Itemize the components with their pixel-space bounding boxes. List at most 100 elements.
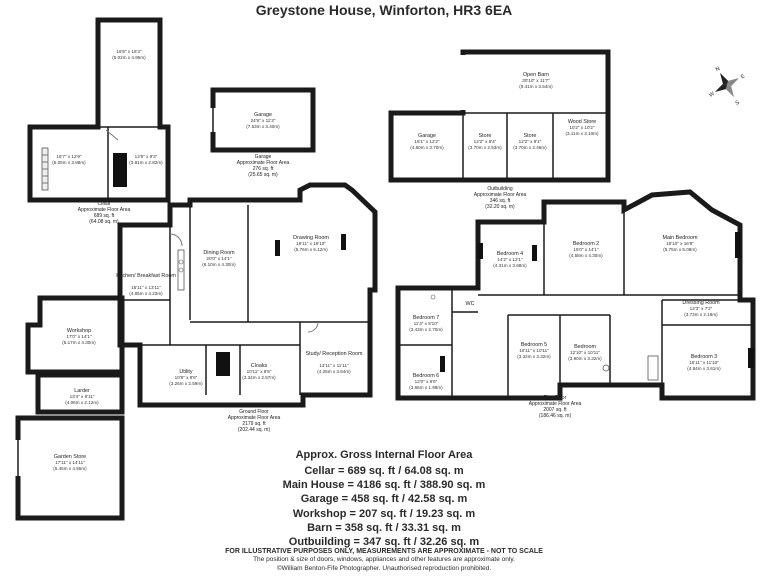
store-2-dims: 12'2" x 8'1" <box>519 139 542 144</box>
bedroom-6-name: Bedroom 6 <box>413 373 439 379</box>
bedroom-4-dims: 14'2" x 12'1" <box>497 257 523 262</box>
open-barn-metric: (9.41m x 3.54m) <box>519 84 553 89</box>
wood-store-name: Wood Store <box>568 119 596 125</box>
utility-metric: (3.26m x 2.59m) <box>169 381 203 386</box>
bedroom-4-name: Bedroom 4 <box>497 251 523 257</box>
larder-dims: 13'4" x 6'11" <box>70 394 95 399</box>
bedroom-dims: 12'10" x 10'11" <box>570 350 600 355</box>
summary-line-cellar: Cellar = 689 sq. ft / 64.08 sq. m <box>304 465 464 477</box>
cellar-area-label: Approximate Floor Area <box>78 207 131 213</box>
bedroom-metric: (3.90m x 3.32m) <box>568 356 602 361</box>
garage-area-sqm: (25.65 sq. m) <box>248 172 278 178</box>
garage-room-name: Garage <box>254 112 272 118</box>
dining-room-dims: 20'0" x 14'1" <box>206 256 232 261</box>
outbuilding-area-label: Approximate Floor Area <box>474 192 527 198</box>
garage-room-metric: (7.53m x 3.40m) <box>246 124 280 129</box>
disclaimer-line-2: The position & size of doors, windows, a… <box>253 556 515 563</box>
outbuilding-area-sqft: 346 sq. ft <box>490 198 511 204</box>
compass-w: W <box>708 91 716 99</box>
outbuilding-plan: Open Barn 30'10" x 11'7" (9.41m x 3.54m)… <box>388 49 611 210</box>
first-floor-area-label: Approximate Floor Area <box>529 401 582 407</box>
kitchen-metric: (4.85m x 4.23m) <box>129 291 163 296</box>
workshop-metric: (5.17m x 4.30m) <box>62 340 96 345</box>
page-title: Greystone House, Winforton, HR3 6EA <box>255 2 513 18</box>
wc-name: WC <box>466 301 475 307</box>
garage-plan: Garage 24'9" x 11'2" (7.53m x 3.40m) Gar… <box>210 87 316 178</box>
bedroom-5-metric: (3.32m x 3.32m) <box>517 354 551 359</box>
cellar-room-1-dims: 16'6" x 16'3" <box>116 49 142 54</box>
kitchen-name: Kitchen/ Breakfast Room <box>116 273 176 279</box>
disclaimer-line-1: FOR ILLUSTRATIVE PURPOSES ONLY, MEASUREM… <box>225 548 543 555</box>
first-floor-area-sqft: 2007 sq. ft <box>543 407 567 413</box>
store-1-metric: (3.70m x 2.53m) <box>468 145 502 150</box>
main-bedroom-name: Main Bedroom <box>662 235 698 241</box>
store-2-name: Store <box>524 133 537 139</box>
summary-line-workshop: Workshop = 207 sq. ft / 19.23 sq. m <box>292 507 476 520</box>
bedroom-4-metric: (4.31m x 3.68m) <box>493 263 527 268</box>
cellar-room-3-metric: (3.81m x 2.82m) <box>129 160 163 165</box>
garage-room-dims: 24'9" x 11'2" <box>251 118 276 123</box>
dressing-room-dims: 12'3" x 7'2" <box>690 306 713 311</box>
dining-room-metric: (6.10m x 4.30m) <box>202 262 236 267</box>
drawing-room-metric: (5.76m x 5.12m) <box>294 247 328 252</box>
summary-line-garage: Garage = 458 sq. ft / 42.58 sq. m <box>300 493 468 506</box>
compass-n: N <box>715 66 721 73</box>
floor-area-summary: Approx. Gross Internal Floor Area Cellar… <box>200 449 568 549</box>
outbuilding-area-sqm: (32.20 sq. m) <box>485 204 515 210</box>
bedroom-2-metric: (4.58m x 4.30m) <box>569 253 603 258</box>
bedroom-2-dims: 15'0" x 14'1" <box>573 247 599 252</box>
main-bedroom-metric: (5.75m x 5.08m) <box>663 247 697 252</box>
cellar-label: Cellar <box>97 201 110 207</box>
larder-metric: (4.06m x 2.12m) <box>65 400 99 405</box>
ground-floor-area-sqm: (202.44 sq. m) <box>238 427 271 433</box>
wood-store-dims: 10'2" x 10'2" <box>569 125 595 130</box>
bedroom-3-dims: 15'11" x 11'10" <box>689 360 719 365</box>
disclaimer: FOR ILLUSTRATIVE PURPOSES ONLY, MEASUREM… <box>180 547 588 573</box>
store-1-name: Store <box>479 133 492 139</box>
study-name: Study/ Reception Room <box>306 351 363 357</box>
disclaimer-line-3: ©William Benton-Fife Photographer. Unaut… <box>276 564 492 572</box>
study-metric: (4.25m x 3.64m) <box>317 369 351 374</box>
bedroom-5-dims: 10'11" x 10'11" <box>519 348 549 353</box>
larder-name: Larder <box>74 388 90 394</box>
cellar-room-3-dims: 12'6" x 9'3" <box>135 154 158 159</box>
garden-store-metric: (5.45m x 4.55m) <box>53 466 87 471</box>
ground-floor-plan: Kitchen/ Breakfast Room 15'11" x 13'11" … <box>116 182 378 433</box>
bedroom-7-name: Bedroom 7 <box>413 315 439 321</box>
cellar-room-1-metric: (5.02m x 4.95m) <box>112 55 146 60</box>
first-floor-plan: Bedroom 4 14'2" x 12'1" (4.31m x 3.68m) … <box>395 189 756 419</box>
bedroom-name: Bedroom <box>574 344 596 350</box>
open-barn-name: Open Barn <box>523 72 549 78</box>
outbuilding-garage-dims: 15'1" x 12'2" <box>414 139 440 144</box>
cellar-room-2-dims: 16'7" x 12'9" <box>56 154 82 159</box>
summary-line-main-house: Main House = 4186 sq. ft / 388.90 sq. m <box>282 479 486 492</box>
cellar-area-sqm: (64.08 sq. m) <box>89 219 119 225</box>
ground-floor-area-label: Approximate Floor Area <box>228 415 281 421</box>
cellar-room-2-metric: (5.05m x 3.88m) <box>52 160 86 165</box>
garden-store-dims: 17'11" x 14'11" <box>55 460 85 465</box>
compass-s: S <box>734 99 740 106</box>
bedroom-2-name: Bedroom 2 <box>573 241 599 247</box>
bedroom-7-dims: 11'3" x 8'10" <box>414 321 439 326</box>
dressing-room-name: Dressing Room <box>682 300 720 306</box>
bedroom-3-name: Bedroom 3 <box>691 354 717 360</box>
outbuilding-label: Outbuilding <box>487 186 513 192</box>
cloaks-dims: 10'11" x 8'5" <box>247 369 272 374</box>
cloaks-name: Cloaks <box>251 363 268 369</box>
summary-line-outbuilding: Outbuilding = 347 sq. ft / 32.26 sq. m <box>288 536 480 549</box>
outbuilding-garage-name: Garage <box>418 133 436 139</box>
garage-label: Garage <box>255 154 272 160</box>
wood-store-metric: (3.11m x 3.10m) <box>565 131 599 136</box>
first-floor-label: First Floor <box>544 395 567 401</box>
kitchen-dims: 15'11" x 13'11" <box>131 285 161 290</box>
cellar-plan: 16'6" x 16'3" (5.02m x 4.95m) 16'7" x 12… <box>27 17 171 225</box>
dining-room-name: Dining Room <box>203 250 235 256</box>
ground-floor-area-sqft: 2179 sq. ft <box>242 421 266 427</box>
bedroom-3-metric: (4.84m x 3.61m) <box>687 366 721 371</box>
garage-area-label: Approximate Floor Area <box>237 160 290 166</box>
utility-dims: 10'8" x 8'6" <box>175 375 198 380</box>
left-outbuildings-plan: Workshop 17'0" x 14'1" (5.17m x 4.30m) L… <box>15 295 125 521</box>
drawing-room-name: Drawing Room <box>293 235 329 241</box>
garden-store-name: Garden Store <box>54 454 86 460</box>
